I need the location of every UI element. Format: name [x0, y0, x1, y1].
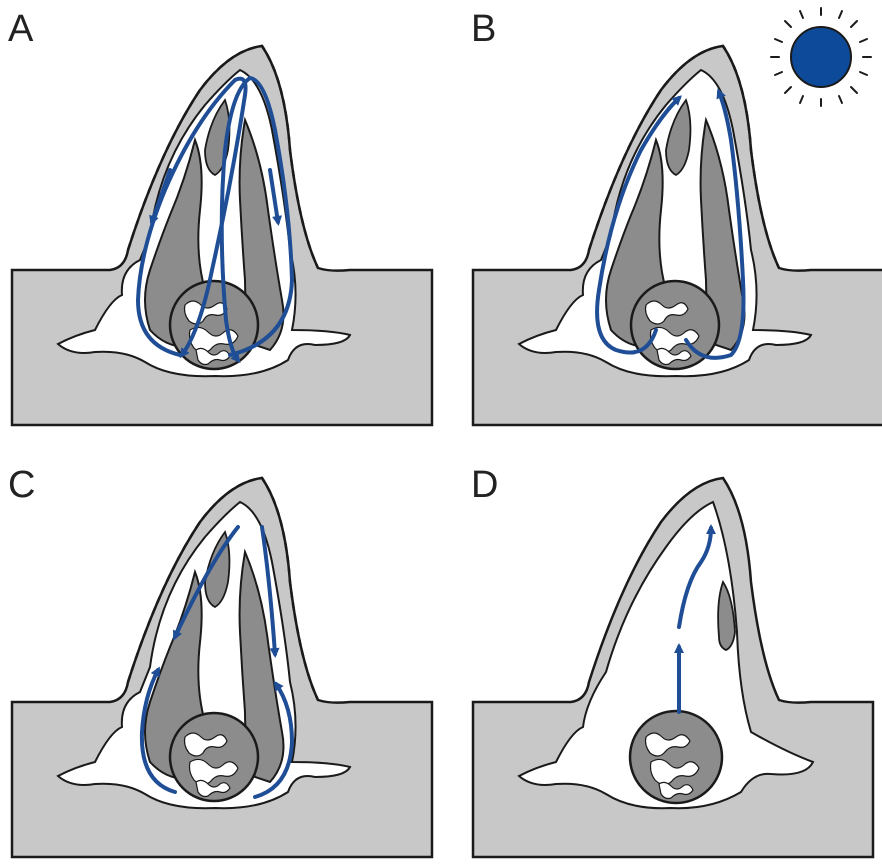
- panel-d: D: [441, 432, 882, 864]
- nasal-diagram-d: [441, 432, 882, 864]
- sun-icon: [771, 8, 871, 106]
- panel-c: C: [0, 432, 441, 864]
- nasal-diagram-b: [441, 0, 882, 432]
- nasal-diagram-c: [0, 432, 441, 864]
- panel-a: A: [0, 0, 441, 432]
- nasal-diagram-a: [0, 0, 441, 432]
- panel-b: B: [441, 0, 882, 432]
